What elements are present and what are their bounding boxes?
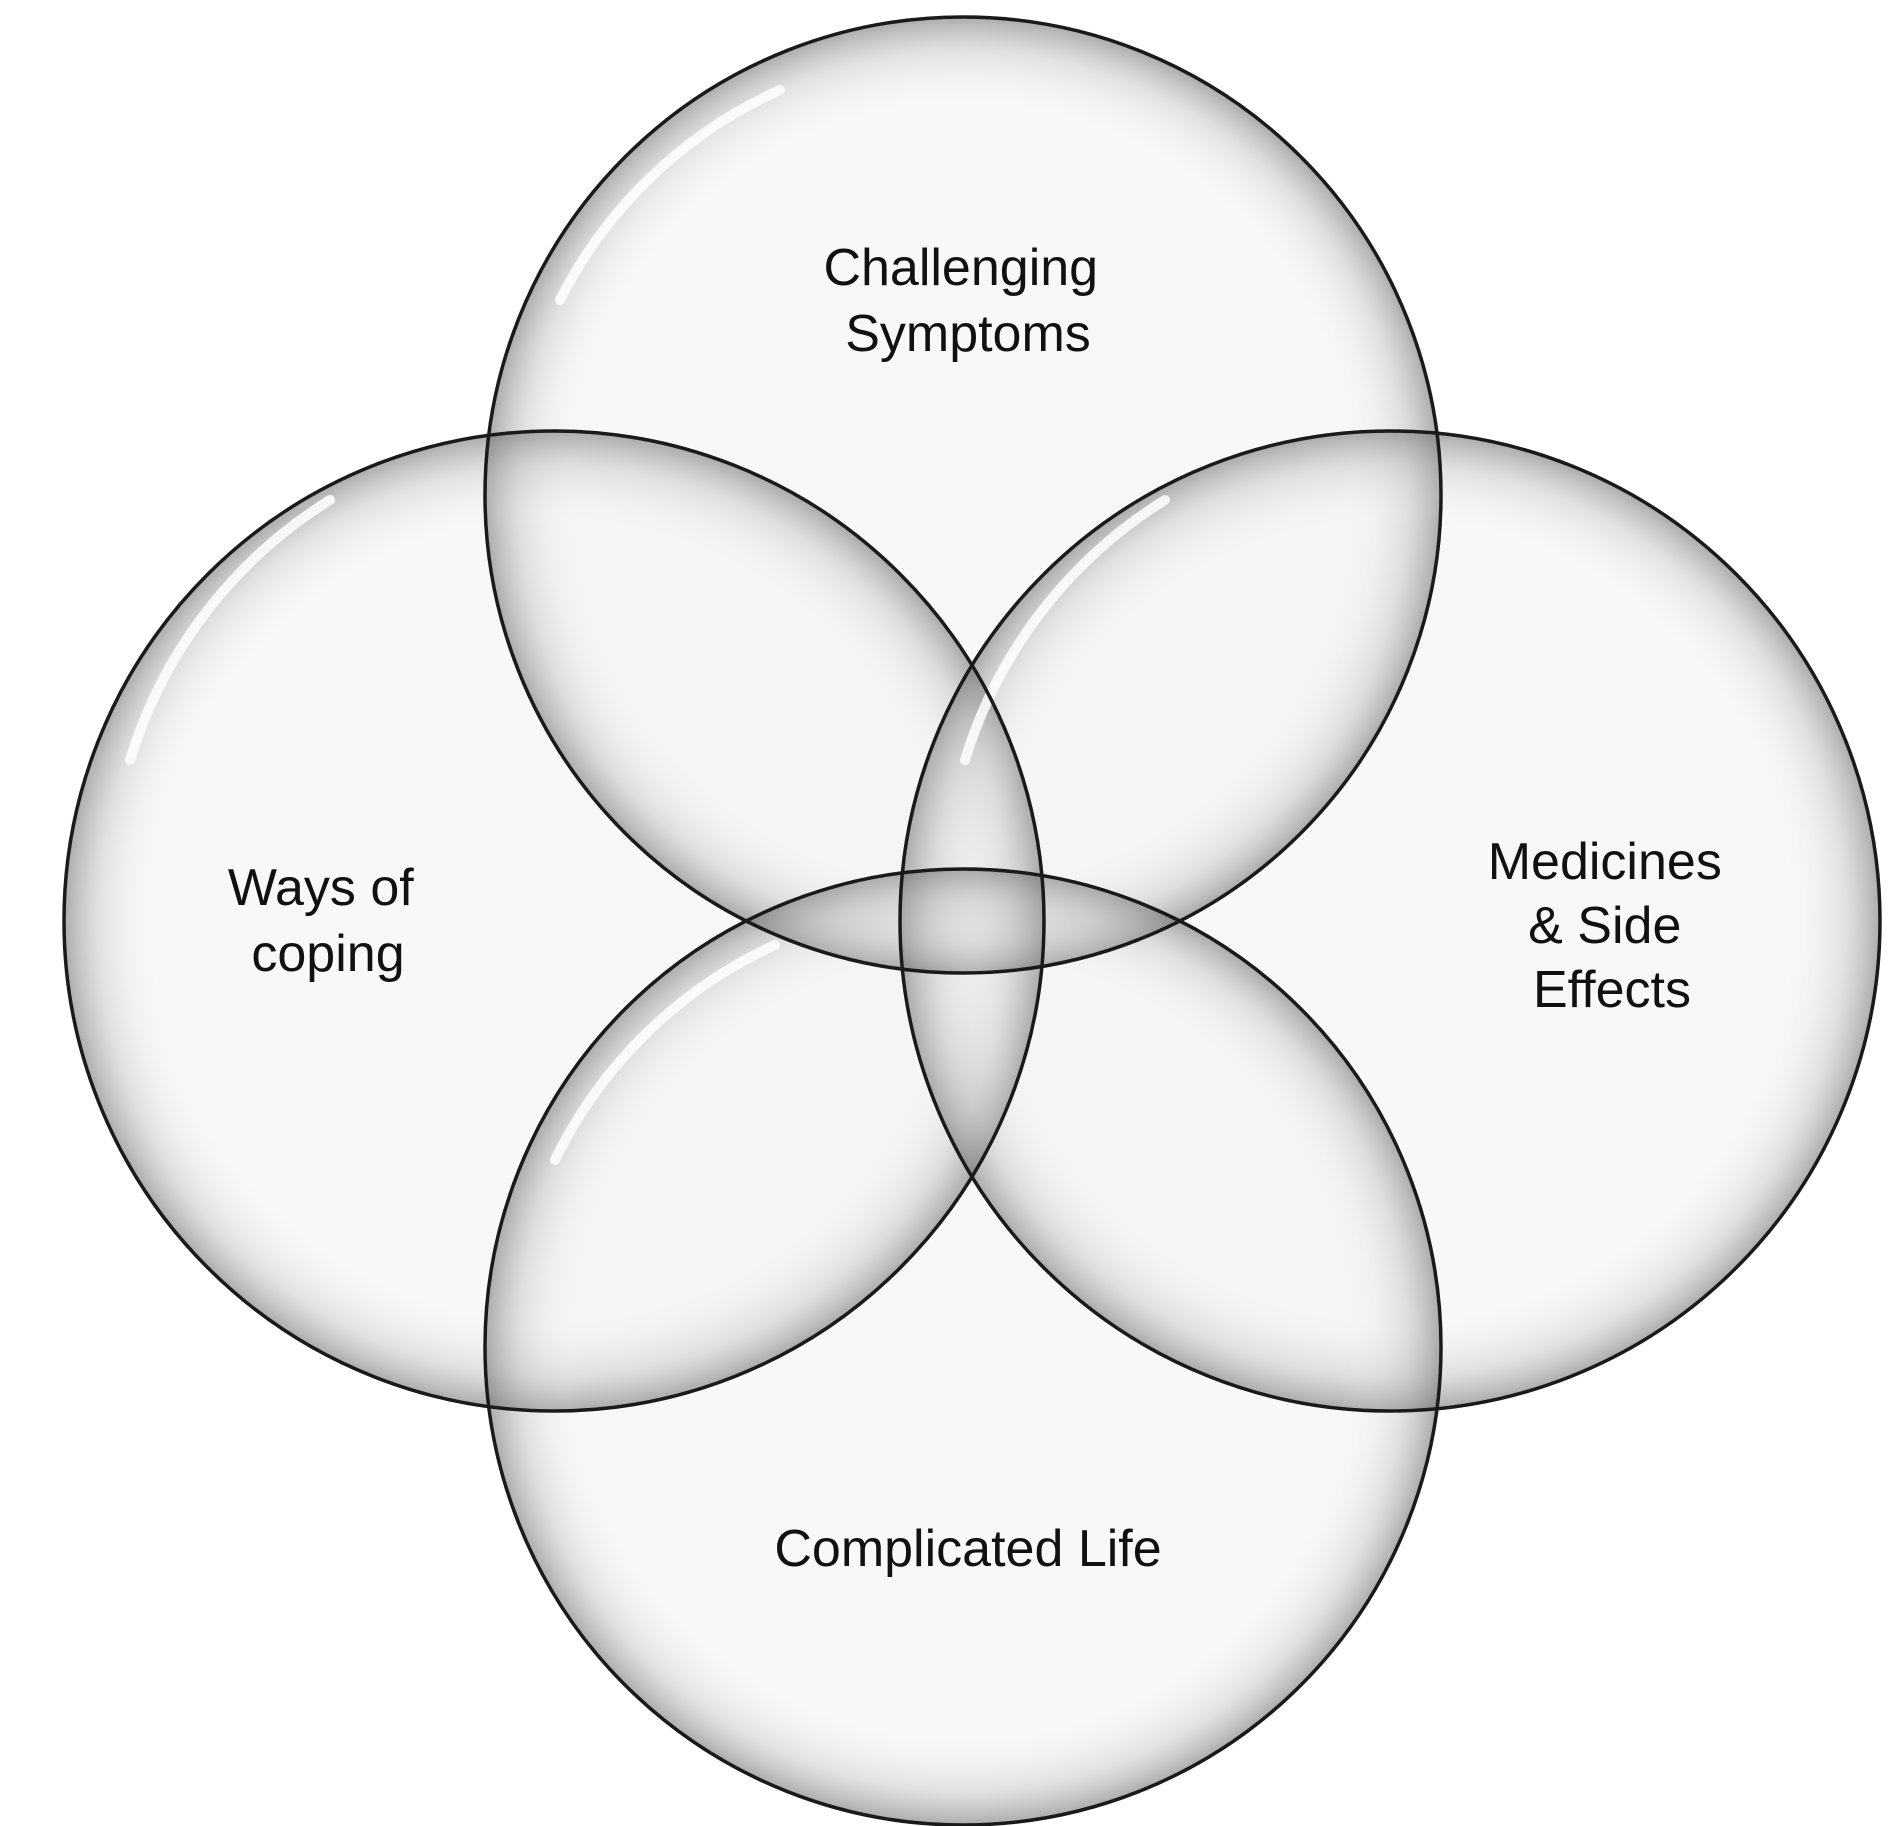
label-right-line-2: & Side	[1528, 897, 1681, 955]
label-top: Challenging Symptoms	[823, 239, 1112, 363]
circle-shading	[64, 17, 1880, 1825]
circle-top-outline	[483, 15, 1443, 975]
label-bottom-line-1: Complicated Life	[774, 1520, 1161, 1578]
label-left: Ways of coping	[228, 859, 428, 983]
label-top-line-2: Symptoms	[845, 305, 1091, 363]
label-left-line-1: Ways of	[228, 859, 414, 917]
circle-left-highlight	[125, 495, 335, 765]
circle-top-highlight	[555, 85, 785, 305]
circle-left-outline	[62, 429, 1046, 1413]
circle-outlines	[62, 15, 1882, 1826]
circle-bottom-outline	[483, 867, 1443, 1826]
label-right-line-1: Medicines	[1488, 833, 1722, 891]
label-right-line-3: Effects	[1533, 961, 1691, 1019]
label-left-line-2: coping	[251, 925, 404, 983]
circle-highlights	[125, 85, 1170, 1165]
label-right: Medicines & Side Effects	[1488, 833, 1737, 1019]
label-top-line-1: Challenging	[823, 239, 1098, 297]
label-bottom: Complicated Life	[774, 1520, 1161, 1578]
circle-bottom-shade	[485, 869, 1441, 1825]
circle-right-outline	[898, 429, 1882, 1413]
circle-bottom-highlight	[550, 940, 780, 1165]
circle-right-highlight	[960, 495, 1170, 765]
labels: Challenging Symptoms Ways of coping Medi…	[228, 239, 1737, 1578]
